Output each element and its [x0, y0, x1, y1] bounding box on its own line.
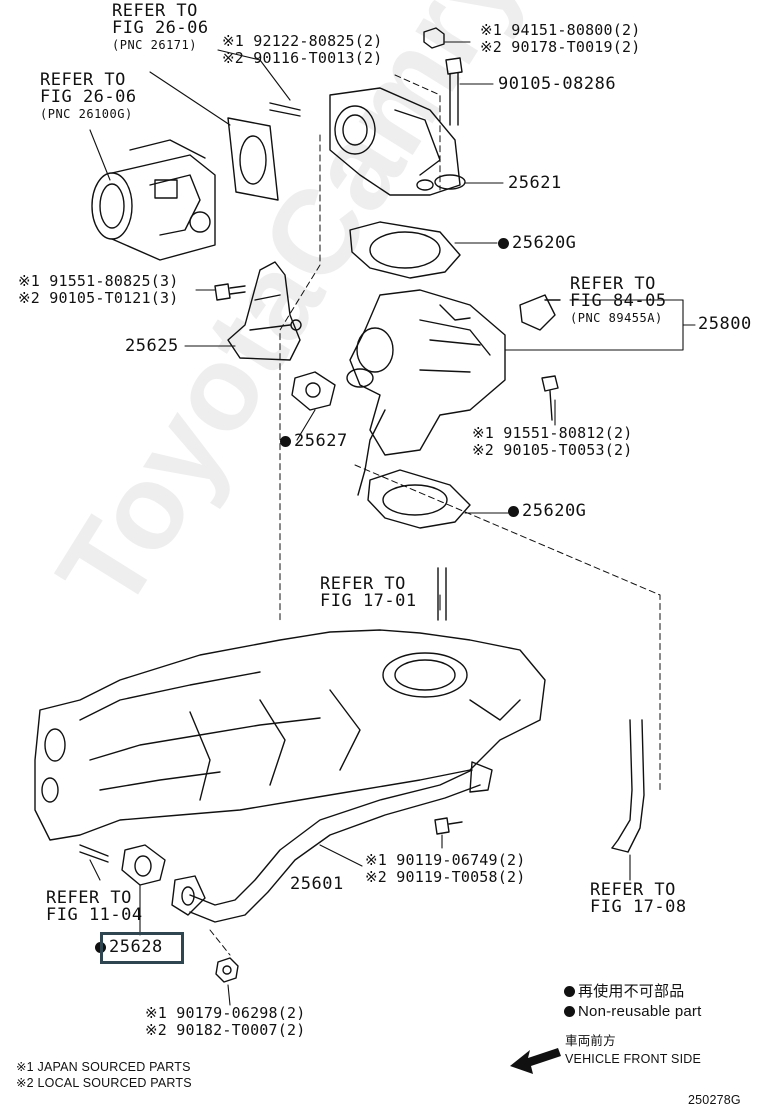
egr-pipe-25601-drawing [171, 761, 493, 923]
stud-bolt-drawing [269, 102, 301, 117]
vehicle-front-jp: 車両前方 [565, 1034, 616, 1048]
part-25620g-bottom: 25620G [508, 503, 586, 520]
front-arrow [510, 1048, 561, 1074]
non-reusable-dot [508, 506, 519, 517]
part-25627: 25627 [280, 433, 348, 450]
footnote-local: ※2 LOCAL SOURCED PARTS [16, 1076, 192, 1090]
gasket-25628-drawing [121, 844, 166, 886]
bracket-25625-drawing [227, 261, 302, 361]
footnote-japan: ※1 JAPAN SOURCED PARTS [16, 1060, 191, 1074]
diagram-id: 250278G [688, 1093, 741, 1107]
bolt-90119-drawing [434, 817, 463, 835]
part-90179-06298: ※1 90179-06298(2)※2 90182-T0007(2) [145, 1004, 306, 1039]
highlight-box-25628 [100, 932, 184, 964]
legend-non-reusable-en: Non-reusable part [564, 1003, 701, 1020]
part-91551-80825: ※1 91551-80825(3)※2 90105-T0121(3) [18, 272, 179, 307]
legend-non-reusable-jp: 再使用不可部品 [564, 983, 684, 1000]
part-25625: 25625 [125, 336, 179, 356]
intake-connector-25621-drawing [329, 87, 466, 196]
leader-lines [89, 41, 696, 1006]
nut-90179-drawing [215, 957, 239, 983]
long-bolt-drawing [445, 57, 463, 126]
vehicle-front-en: VEHICLE FRONT SIDE [565, 1052, 702, 1066]
throttle-body-drawing [91, 139, 216, 261]
gasket-25620g-bottom-drawing [367, 469, 471, 529]
top-nut-drawing [423, 27, 445, 49]
non-reusable-dot [498, 238, 509, 249]
bolt-left-drawing [214, 283, 246, 301]
part-91551-80812: ※1 91551-80812(2)※2 90105-T0053(2) [472, 424, 633, 459]
part-25620g-top: 25620G [498, 235, 576, 252]
part-90105-08286: 90105-08286 [498, 74, 617, 94]
gasket-25620g-top-drawing [349, 221, 461, 279]
egr-valve-25800-drawing [346, 289, 506, 496]
bolt-right-drawing [541, 375, 559, 421]
stud-11-04-drawing [79, 844, 109, 863]
part-92122-80825: ※1 92122-80825(2)※2 90116-T0013(2) [222, 32, 383, 67]
part-25601: 25601 [290, 874, 344, 894]
throttle-gasket-drawing [227, 117, 279, 201]
stud-17-01-drawing [437, 567, 447, 621]
intake-manifold-drawing [34, 629, 546, 841]
legend-dot [564, 986, 575, 997]
legend-dot [564, 1006, 575, 1017]
gasket-25627-drawing [291, 371, 336, 411]
part-94151-80800: ※1 94151-80800(2)※2 90178-T0019(2) [480, 21, 641, 56]
non-reusable-dot [280, 436, 291, 447]
sensor-connector-drawing [519, 294, 561, 331]
part-25621: 25621 [508, 173, 562, 193]
part-25800: 25800 [698, 314, 752, 334]
hose-17-08-drawing [611, 719, 645, 853]
part-90119-06749: ※1 90119-06749(2)※2 90119-T0058(2) [365, 851, 526, 886]
